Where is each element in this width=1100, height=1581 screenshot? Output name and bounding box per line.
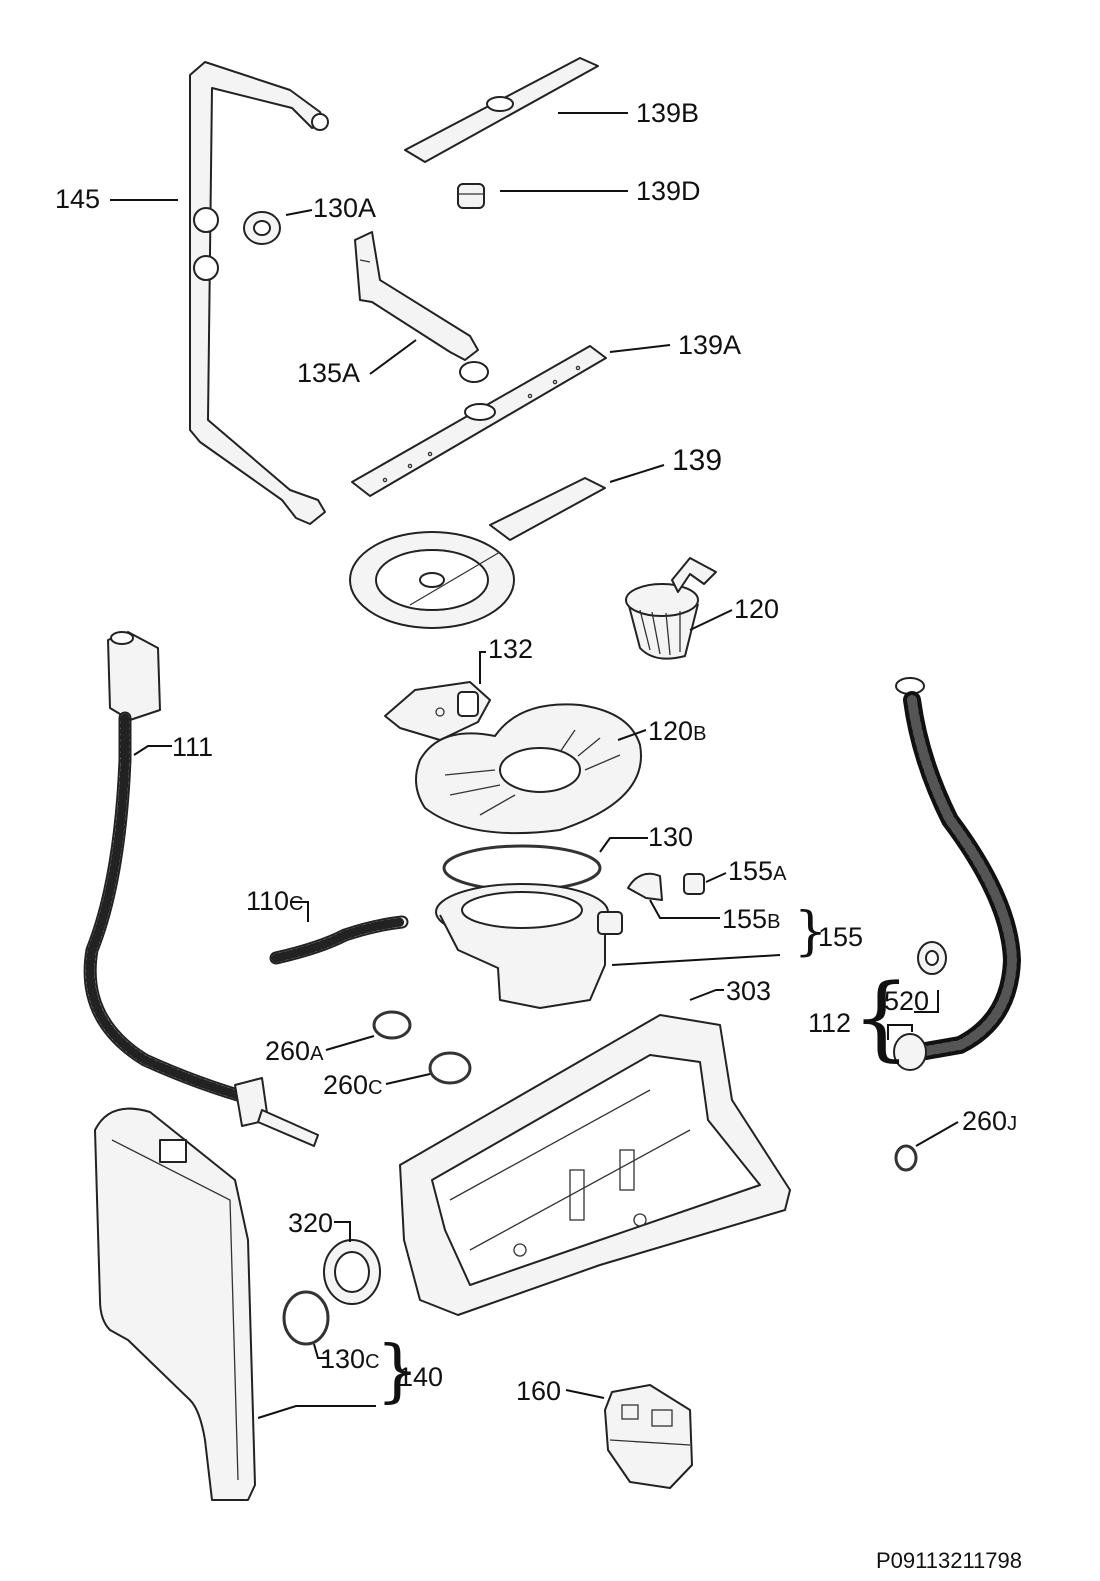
label-155A-suffix: A [773,863,787,885]
label-155: 155 [818,922,864,952]
part-130C-seal[interactable] [282,1290,330,1346]
part-145-supply-pipe[interactable] [189,61,329,525]
part-140-side-panel[interactable] [94,1107,256,1501]
part-139B-upper-spray-arm[interactable] [404,57,599,163]
label-155A: 155A [728,858,786,885]
label-120B-number: 120 [648,716,694,746]
part-120B-micro-filter[interactable] [415,703,642,835]
part-120-filter[interactable] [625,557,717,660]
part-155A-nozzle[interactable] [683,873,705,895]
part-303-base-frame[interactable] [399,1014,791,1316]
label-139A: 139A [678,330,742,360]
label-135A: 135A [297,358,361,388]
label-155B: 155B [722,906,780,933]
label-260A: 260A [265,1038,323,1065]
label-145: 145 [55,184,101,214]
label-139: 139 [672,444,723,477]
label-260C-suffix: C [368,1077,383,1099]
label-132: 132 [488,634,534,664]
label-303: 303 [726,976,772,1006]
part-260A-clamp[interactable] [372,1010,412,1040]
label-155A-number: 155 [728,856,774,886]
label-111: 111 [172,732,214,762]
label-260A-suffix: A [310,1043,324,1065]
part-260J-clamp[interactable] [894,1144,918,1172]
label-120B-suffix: B [693,723,707,745]
part-160-pump[interactable] [604,1384,693,1489]
label-260J-suffix: J [1007,1113,1018,1135]
leader-lines [110,112,959,1419]
label-140: 140 [398,1362,444,1392]
label-110C-suffix: C [289,893,304,915]
label-320: 320 [288,1208,334,1238]
label-260J: 260J [962,1108,1017,1135]
label-130A: 130A [313,193,377,223]
brace-155: } [794,902,828,962]
label-260C: 260C [323,1072,383,1099]
label-130C-number: 130 [320,1344,366,1374]
part-260C-clamp[interactable] [428,1051,472,1085]
part-135A-spray-arm-support[interactable] [354,231,489,383]
part-139-lower-spray-arm[interactable] [349,477,606,629]
brace-140: } [376,1332,420,1411]
part-155B-cover[interactable] [627,872,663,901]
label-139D: 139D [636,176,701,206]
label-130C-suffix: C [365,1351,380,1373]
label-155B-number: 155 [722,904,768,934]
part-110C-hose[interactable] [269,915,409,965]
part-520-valve[interactable] [917,941,947,975]
label-110C-number: 110 [246,886,290,916]
label-520: 520 [884,986,930,1016]
label-260A-number: 260 [265,1036,311,1066]
brace-112: { [852,964,911,1071]
label-130: 130 [648,822,694,852]
label-160: 160 [516,1376,562,1406]
label-110C: 110C [246,888,304,915]
part-111-inlet-hose[interactable] [83,631,319,1147]
part-112-drain-hose[interactable] [893,677,1022,1071]
label-120B: 120B [648,718,706,745]
label-112: 112 [808,1008,852,1038]
label-130C: 130C [320,1346,380,1373]
part-155-sump[interactable] [435,883,623,1009]
label-260J-number: 260 [962,1106,1008,1136]
diagram-code: P09113211798 [876,1548,1022,1573]
part-139A-middle-spray-arm[interactable] [351,345,607,497]
part-132-sensor-bracket[interactable] [384,681,491,741]
label-120: 120 [734,594,780,624]
label-155B-suffix: B [767,911,781,933]
part-320-flange[interactable] [323,1239,381,1305]
label-260C-number: 260 [323,1070,369,1100]
label-139B: 139B [636,98,700,128]
part-139D-nozzle[interactable] [457,183,485,209]
part-130A-seal[interactable] [243,211,281,245]
